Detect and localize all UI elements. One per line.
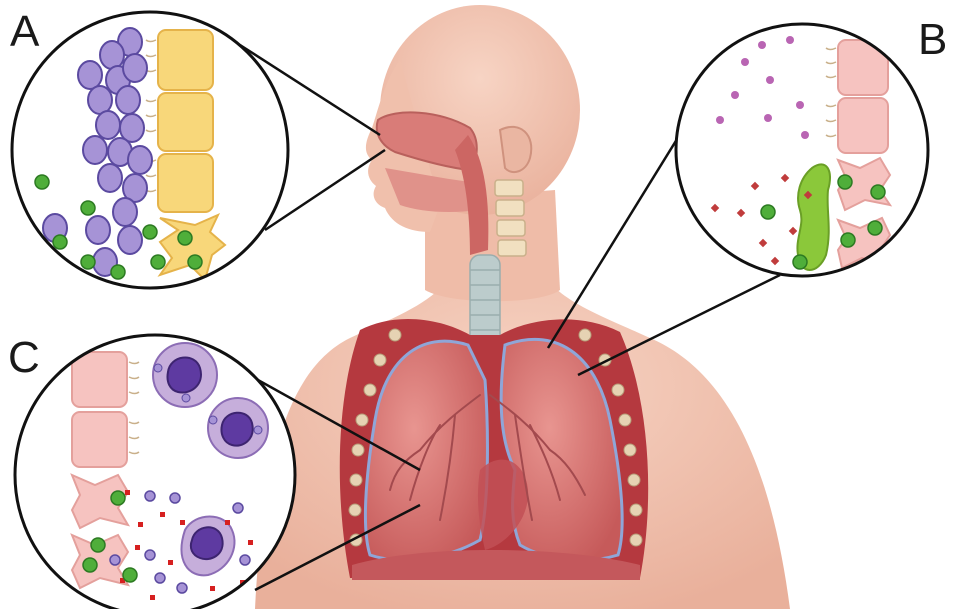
- panel-c-magnified-view: [15, 335, 295, 609]
- panel-b-magnified-view: [676, 24, 928, 276]
- panel-a-magnified-view: [12, 12, 288, 288]
- panel-b-mucus-gel: [797, 164, 830, 270]
- panel-label-a: A: [10, 10, 39, 54]
- panel-label-c: C: [8, 336, 40, 380]
- neutrophil: [208, 398, 268, 458]
- panel-a-goblet-cells: [158, 30, 213, 212]
- neutrophil: [153, 343, 217, 407]
- ear: [500, 127, 531, 172]
- panel-label-b: B: [918, 18, 947, 62]
